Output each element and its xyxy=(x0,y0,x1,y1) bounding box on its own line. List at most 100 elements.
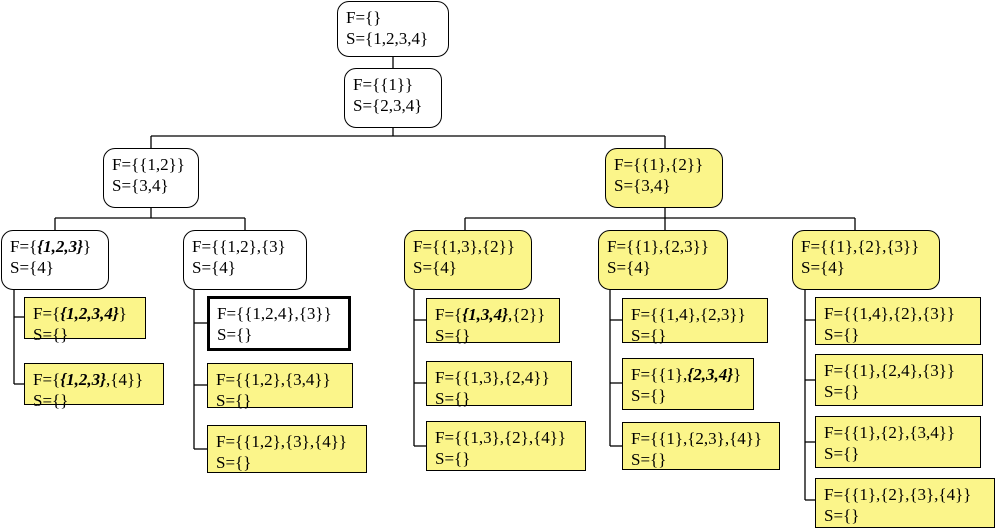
leaf-node: F={{1,2,3},{4}}S={} xyxy=(24,363,164,410)
tree-node: F={{1},{2}}S={3,4} xyxy=(605,148,723,208)
node-s-label: S={} xyxy=(631,450,667,469)
leaf-node: F={{1,2},{3,4}} S={} xyxy=(207,363,353,410)
node-f-label: F={{1,2},{3} xyxy=(192,236,306,257)
leaf-node: F={{1,4},{2},{3}} S={} xyxy=(815,297,981,345)
node-s-label: S={3,4} xyxy=(112,176,169,195)
f-text: F={{1}} xyxy=(353,75,414,94)
f-text: } xyxy=(83,237,92,256)
tree-node: F={{1,3},{2}} S={4} xyxy=(404,230,532,290)
node-f-label: F={{1,2,3}} xyxy=(10,236,108,257)
node-s-label: S={} xyxy=(631,326,667,345)
leaf-node: F={{1},{2,3,4}}S={} xyxy=(622,358,754,410)
node-s-label: S={4} xyxy=(10,258,54,277)
tree-node: F={{1},{2},{3}} S={4} xyxy=(792,230,940,290)
f-text: F={{1}, xyxy=(631,365,688,384)
node-f-label: F={{1,2},{3,4}} xyxy=(216,369,352,390)
tree-node: F={{1}} S={2,3,4} xyxy=(344,68,442,128)
leaf-node: F={{1,3},{2},{4}} S={} xyxy=(426,421,586,471)
tree-node: F={{1,2},{3}S={4} xyxy=(183,230,307,290)
emphasized-block: {1,2,3} xyxy=(37,237,84,256)
node-s-label: S={} xyxy=(435,389,471,408)
f-text: F={{1,4},{2},{3}} xyxy=(824,304,956,323)
f-text: F={{1},{2},{3},{4}} xyxy=(824,485,972,504)
node-s-label: S={} xyxy=(824,325,860,344)
node-f-label: F={} xyxy=(346,7,448,28)
node-s-label: S={} xyxy=(217,325,253,344)
f-text: } xyxy=(118,304,127,323)
node-s-label: S={} xyxy=(216,391,252,410)
f-text: ,{4}} xyxy=(106,370,144,389)
f-text: F={{1,3},{2}} xyxy=(413,237,515,256)
leaf-node: F={{1},{2,3},{4}} S={} xyxy=(622,422,780,470)
node-s-label: S={4} xyxy=(413,258,457,277)
leaf-node: F={{1,3,4},{2}}S={} xyxy=(426,298,560,345)
f-text: F={{1,3},{2},{4}} xyxy=(435,428,567,447)
node-s-label: S={} xyxy=(631,386,667,405)
f-text: F={ xyxy=(33,370,61,389)
leaf-node-selected: F={{1,2,4},{3}} S={} xyxy=(207,296,351,351)
f-text: F={{1,2},{3},{4}} xyxy=(216,432,348,451)
node-f-label: F={{1,3},{2,4}} xyxy=(435,367,571,388)
f-text: F={{1},{2,3},{4}} xyxy=(631,429,763,448)
f-text: ,{2}} xyxy=(508,305,546,324)
f-text: F={{1},{2},{3}} xyxy=(801,237,920,256)
leaf-node: F={{1,2,3,4}}S={} xyxy=(24,297,146,344)
leaf-node: F={{1},{2},{3,4}} S={} xyxy=(815,416,981,468)
f-text: F={ xyxy=(435,305,463,324)
emphasized-block: {1,3,4} xyxy=(462,305,509,324)
f-text: F={{1,2},{3,4}} xyxy=(216,370,331,389)
f-text: F={{1,2},{3} xyxy=(192,237,286,256)
f-text: F={{1,3},{2,4}} xyxy=(435,368,550,387)
node-f-label: F={{1,4},{2},{3}} xyxy=(824,303,980,324)
leaf-node: F={{1,3},{2,4}} S={} xyxy=(426,361,572,408)
f-text: F={ xyxy=(33,304,61,323)
f-text: F={{1},{2},{3,4}} xyxy=(824,423,956,442)
leaf-node: F={{1},{2,4},{3}} S={} xyxy=(815,354,983,406)
node-f-label: F={{1,4},{2,3}} xyxy=(631,304,767,325)
node-s-label: S={4} xyxy=(607,258,651,277)
node-f-label: F={{1,3,4},{2}} xyxy=(435,304,559,325)
node-f-label: F={{1}} xyxy=(353,74,441,95)
leaf-node: F={{1,4},{2,3}} S={} xyxy=(622,298,768,345)
tree-node: F={{1,2}} S={3,4} xyxy=(103,148,199,208)
node-s-label: S={} xyxy=(824,444,860,463)
node-s-label: S={} xyxy=(33,391,69,410)
emphasized-block: {1,2,3,4} xyxy=(60,304,119,323)
node-f-label: F={{1,2,3},{4}} xyxy=(33,369,163,390)
node-f-label: F={{1,3},{2}} xyxy=(413,236,531,257)
node-f-label: F={{1,2,4},{3}} xyxy=(217,303,348,324)
node-s-label: S={} xyxy=(824,506,860,525)
node-f-label: F={{1},{2},{3},{4}} xyxy=(824,484,994,505)
f-text: F={{1,2}} xyxy=(112,155,185,174)
node-s-label: S={} xyxy=(33,325,69,344)
node-s-label: S={} xyxy=(824,382,860,401)
f-text: F={} xyxy=(346,8,382,27)
emphasized-block: {1,2,3} xyxy=(60,370,107,389)
leaf-node: F={{1},{2},{3},{4}} S={} xyxy=(815,478,995,528)
node-s-label: S={4} xyxy=(801,258,845,277)
leaf-node: F={{1,2},{3},{4}}S={} xyxy=(207,425,367,473)
node-s-label: S={2,3,4} xyxy=(353,96,423,115)
node-f-label: F={{1},{2}} xyxy=(614,154,722,175)
node-f-label: F={{1},{2,3},{4}} xyxy=(631,428,779,449)
f-text: F={{1,2,4},{3}} xyxy=(217,304,332,323)
emphasized-block: {2,3,4} xyxy=(687,365,734,384)
node-f-label: F={{1},{2},{3}} xyxy=(801,236,939,257)
tree-node: F={} S={1,2,3,4} xyxy=(337,1,449,57)
node-f-label: F={{1,2,3,4}} xyxy=(33,303,145,324)
tree-node: F={{1,2,3}}S={4} xyxy=(1,230,109,290)
node-f-label: F={{1,3},{2},{4}} xyxy=(435,427,585,448)
f-text: F={{1,4},{2,3}} xyxy=(631,305,746,324)
node-s-label: S={1,2,3,4} xyxy=(346,29,429,48)
node-s-label: S={} xyxy=(435,326,471,345)
node-f-label: F={{1},{2,4},{3}} xyxy=(824,360,982,381)
f-text: F={ xyxy=(10,237,38,256)
node-f-label: F={{1},{2},{3,4}} xyxy=(824,422,980,443)
node-f-label: F={{1,2}} xyxy=(112,154,198,175)
node-f-label: F={{1},{2,3,4}} xyxy=(631,364,753,385)
f-text: F={{1},{2,3}} xyxy=(607,237,709,256)
f-text: F={{1},{2}} xyxy=(614,155,704,174)
node-s-label: S={} xyxy=(435,449,471,468)
f-text: F={{1},{2,4},{3}} xyxy=(824,361,956,380)
